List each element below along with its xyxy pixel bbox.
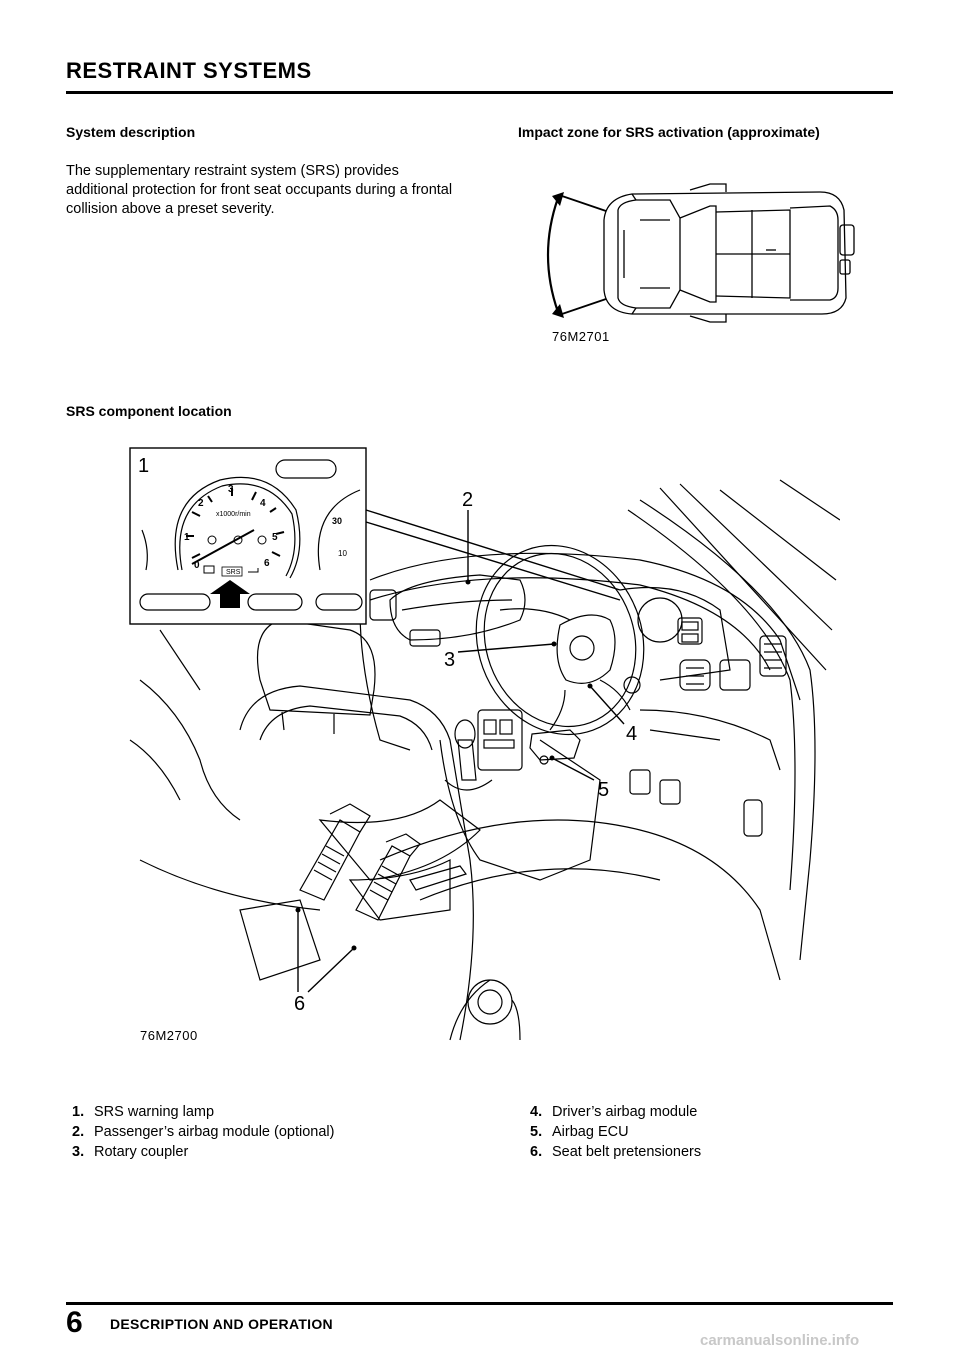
tach-number-0: 0 — [194, 560, 200, 571]
system-description-text: The supplementary restraint system (SRS)… — [66, 163, 453, 217]
battery-icon — [203, 565, 215, 574]
footer-rule — [66, 1302, 893, 1305]
tach-number-6: 6 — [264, 558, 270, 569]
impact-zone-figure-code: 76M2701 — [552, 329, 610, 344]
footer-title: DESCRIPTION AND OPERATION — [110, 1316, 333, 1332]
tach-number-4: 4 — [260, 498, 266, 509]
system-description-heading: System description — [66, 124, 196, 140]
oil-icon — [248, 568, 259, 573]
watermark: carmanualsonline.info — [700, 1332, 860, 1349]
component-location-heading: SRS component location — [66, 403, 232, 419]
legend-item: 5.Airbag ECU — [530, 1124, 629, 1140]
callout-3: 3 — [444, 649, 455, 671]
callout-5: 5 — [598, 779, 609, 801]
page-number: 6 — [66, 1306, 83, 1339]
legend-item: 3.Rotary coupler — [72, 1144, 189, 1160]
component-location-figure-code: 76M2700 — [140, 1028, 198, 1043]
impact-zone-heading: Impact zone for SRS activation (approxim… — [518, 124, 820, 140]
callout-6: 6 — [294, 993, 305, 1015]
legend-item: 6.Seat belt pretensioners — [530, 1144, 702, 1160]
legend-right: 4.Driver’s airbag module 5.Airbag ECU 6.… — [530, 1102, 701, 1162]
header-rule — [66, 91, 893, 94]
legend-item: 1.SRS warning lamp — [72, 1104, 215, 1120]
srs-warning-label: SRS — [226, 569, 241, 576]
legend-item: 4.Driver’s airbag module — [530, 1104, 698, 1120]
tach-number-5: 5 — [272, 532, 278, 543]
impact-zone-diagram — [546, 183, 855, 323]
legend-item: 2.Passenger’s airbag module (optional) — [72, 1124, 335, 1140]
tach-number-3: 3 — [228, 484, 234, 495]
tach-unit: x1000r/min — [216, 511, 251, 518]
srs-lamp-arrow — [210, 580, 250, 608]
section-title: RESTRAINT SYSTEMS — [66, 58, 312, 83]
callout-2: 2 — [462, 489, 473, 511]
speedo-number-10: 10 — [338, 549, 347, 558]
srs-component-diagram: 0 1 2 3 4 5 6 x1000r/min 30 10 SRS 1 2 3… — [129, 447, 840, 1041]
callout-4: 4 — [626, 723, 637, 745]
tach-number-1: 1 — [184, 532, 190, 543]
tach-number-2: 2 — [198, 498, 204, 509]
speedo-number-30: 30 — [332, 516, 342, 526]
legend-left: 1.SRS warning lamp 2.Passenger’s airbag … — [72, 1102, 334, 1162]
callout-1: 1 — [138, 455, 149, 477]
